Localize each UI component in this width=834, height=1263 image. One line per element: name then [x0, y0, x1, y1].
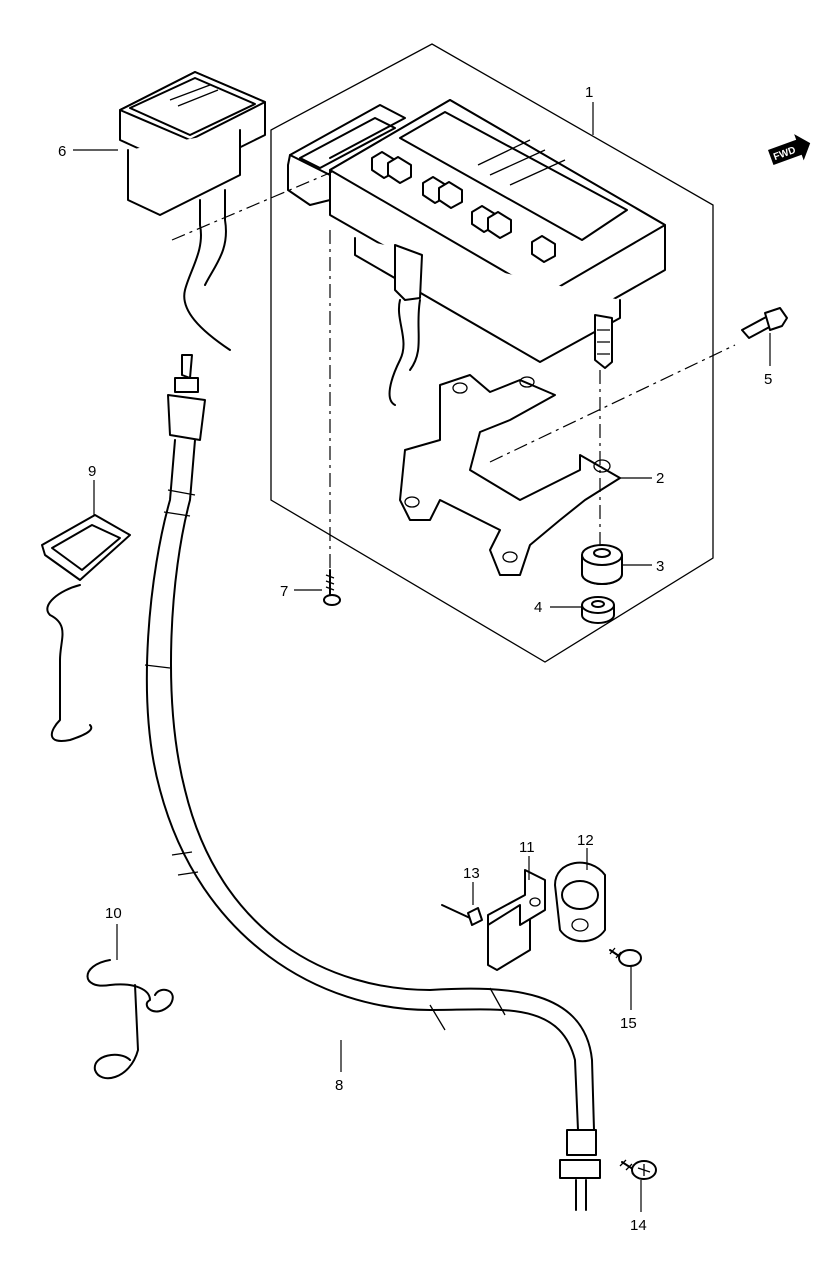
- collar: [581, 596, 615, 624]
- meter-bracket: [399, 374, 621, 576]
- callout-2: 2: [656, 470, 664, 487]
- callout-8: 8: [335, 1077, 343, 1094]
- rivet-13: [441, 904, 483, 926]
- grommet: [581, 544, 623, 585]
- callout-5: 5: [764, 371, 772, 388]
- clamp-plate-11: [487, 869, 546, 971]
- meter-assembly: [287, 99, 666, 406]
- screw-14: [619, 1159, 657, 1180]
- callout-13: 13: [463, 865, 480, 882]
- screw-7: [323, 569, 341, 606]
- alignment-line-1: [171, 171, 333, 241]
- callout-1: 1: [585, 84, 593, 101]
- callout-11: 11: [519, 839, 535, 856]
- wire-guide-9: [41, 514, 131, 742]
- indicator-housing: [119, 71, 266, 351]
- callout-6: 6: [58, 143, 66, 160]
- speedometer-cable: [144, 354, 601, 1211]
- callout-7: 7: [280, 583, 288, 600]
- cable-clamp-12: [554, 861, 606, 943]
- bolt-5: [741, 307, 788, 339]
- callout-14: 14: [630, 1217, 647, 1234]
- callout-15: 15: [620, 1015, 637, 1032]
- alignment-line-4: [489, 344, 736, 463]
- screw-15: [609, 947, 642, 967]
- wire-clip-10: [86, 959, 174, 1080]
- callout-12: 12: [577, 832, 594, 849]
- callout-4: 4: [534, 599, 542, 616]
- fwd-arrow-icon: FWD: [768, 134, 811, 166]
- callout-9: 9: [88, 463, 96, 480]
- callout-10: 10: [105, 905, 122, 922]
- assembly-box-outline: [270, 43, 714, 663]
- callout-3: 3: [656, 558, 664, 575]
